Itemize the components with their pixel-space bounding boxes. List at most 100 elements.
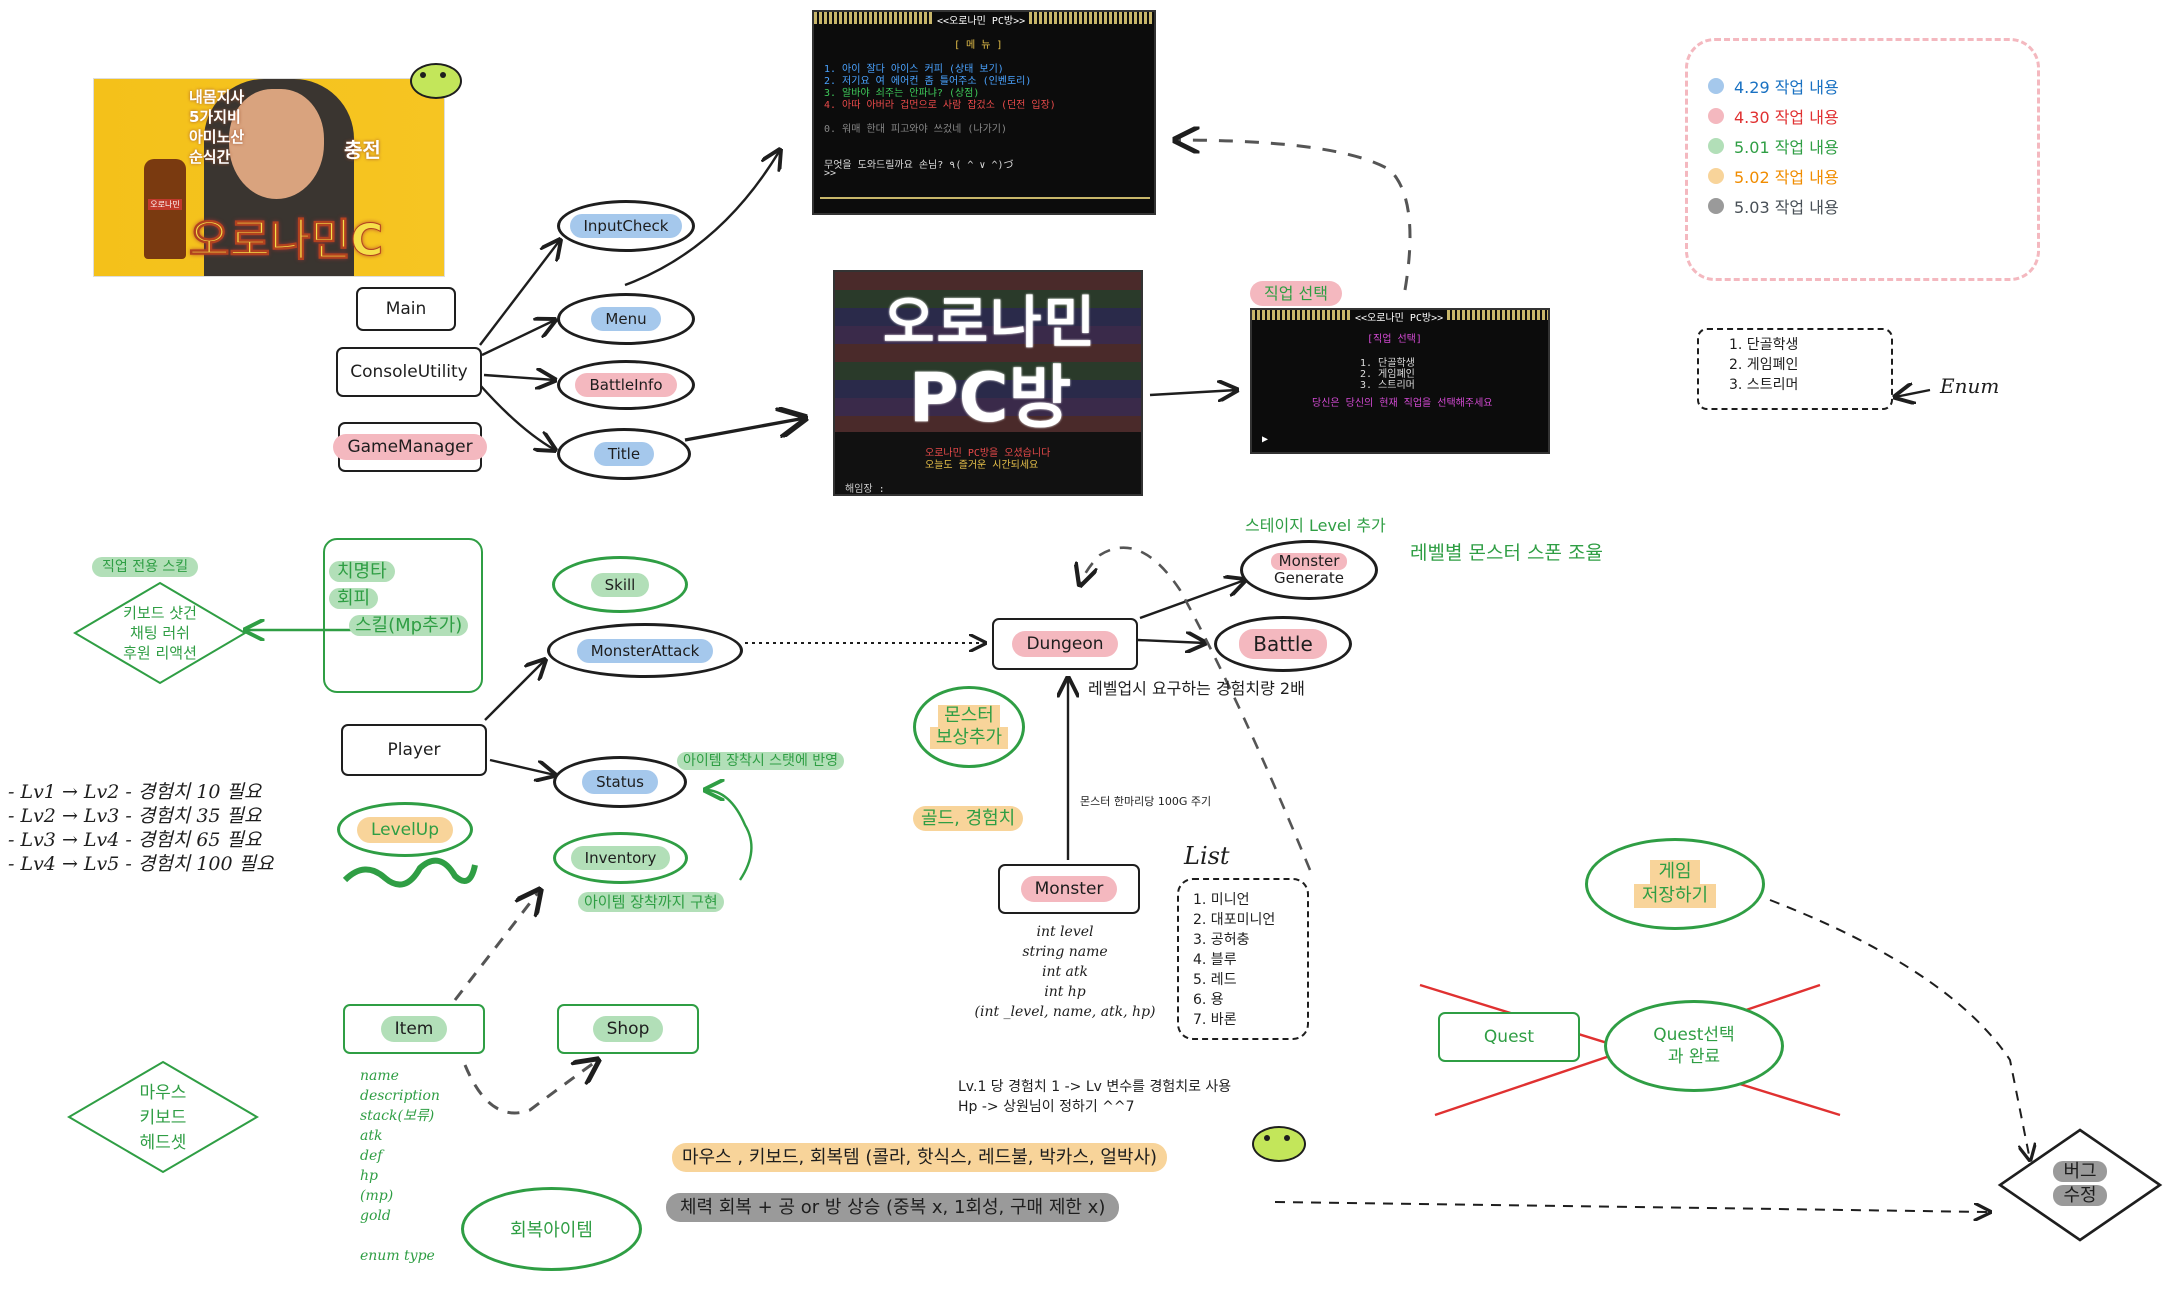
item-field-def: def — [360, 1148, 383, 1164]
stage-level-label: 스테이지 Level 추가 — [1245, 516, 1386, 535]
battle-node[interactable]: Battle — [1214, 616, 1352, 672]
monster-list-box: 1. 미니언 2. 대포미니언 3. 공허충 4. 블루 5. 레드 6. 용 … — [1177, 878, 1309, 1040]
console-utility-label: ConsoleUtility — [350, 362, 468, 382]
monster-attack-label: MonsterAttack — [576, 638, 714, 663]
legend-label: 5.03 작업 내용 — [1734, 198, 1839, 217]
arrow-inputcheck-menu-terminal — [624, 150, 780, 287]
status-node[interactable]: Status — [553, 756, 687, 808]
poster-line-2: 5가지비 — [189, 108, 241, 126]
monster-reward-node[interactable]: 몬스터 보상추가 — [913, 686, 1025, 768]
game-manager-box[interactable]: GameManager — [333, 422, 487, 472]
title-terminal-msg1: 오로나민 PC방을 오셨습니다 — [925, 448, 1051, 459]
arrow-console-menu — [481, 320, 555, 357]
inventory-node[interactable]: Inventory — [553, 832, 688, 884]
main-box[interactable]: Main — [356, 287, 456, 331]
monster-label: Monster — [1020, 876, 1118, 902]
gold-exp-tag: 골드, 경험치 — [913, 804, 1024, 831]
legend-item: 4.30 작업 내용 — [1708, 101, 2017, 131]
arrow-player-status — [489, 758, 555, 775]
dungeon-box[interactable]: Dungeon — [992, 618, 1138, 670]
keyboard-shotgun-text: 키보드 샷건 — [123, 604, 197, 622]
poster-line-1: 내몸지사 — [189, 88, 245, 106]
arrow-console-battleinfo — [483, 375, 555, 380]
title-node[interactable]: Title — [557, 428, 691, 480]
heal-effect-text: 체력 회복 + 공 or 방 상승 (중복 x, 1회성, 구매 제한 x) — [666, 1193, 1120, 1222]
legend-dot-icon — [1708, 168, 1724, 184]
monster-box[interactable]: Monster — [998, 864, 1140, 914]
heal-item-node[interactable]: 회복아이템 — [461, 1187, 642, 1271]
item-field-stack: stack(보류) — [360, 1108, 435, 1124]
quest-select-label-1: Quest선택 — [1653, 1025, 1735, 1045]
arrow-inventory-status-green — [705, 790, 753, 881]
lv-note-1: Lv.1 당 경험치 1 -> Lv 변수를 경험치로 사용 — [958, 1079, 1232, 1095]
status-label: Status — [582, 770, 658, 794]
title-terminal-big-line2: PC방 — [908, 359, 1072, 438]
legend-item: 5.03 작업 내용 — [1708, 191, 2017, 221]
legend-label: 4.30 작업 내용 — [1734, 108, 1839, 127]
arrow-console-inputcheck — [479, 240, 560, 346]
monster-field-ctor: (int _level, name, atk, hp) — [974, 1004, 1156, 1020]
arrow-enum — [1895, 390, 1931, 397]
title-terminal-screenshot: 오로나민 PC방 오로나민 PC방을 오셨습니다 오늘도 즐거운 시간되세요 해… — [833, 270, 1143, 496]
game-save-node[interactable]: 게임 저장하기 — [1585, 838, 1765, 930]
menu-terminal-cursor: >> — [824, 168, 837, 179]
poster-text-left: 내몸지사 5가지비 아미노산 순식간 — [189, 87, 244, 167]
legend-item: 5.01 작업 내용 — [1708, 131, 2017, 161]
menu-terminal-header: [ 메 뉴 ] — [954, 40, 1003, 51]
item-box[interactable]: Item — [343, 1004, 485, 1054]
arrow-title-term-job — [1149, 390, 1237, 395]
legend-label: 5.01 작업 내용 — [1734, 138, 1839, 157]
arrow-list-dungeon-dashed — [1080, 546, 1312, 871]
menu-terminal-prompt: 무엇을 도와드릴까요 손님? ٩( ^ ∨ ^)づ — [824, 160, 1014, 171]
poster-line-3: 아미노산 — [189, 128, 245, 146]
arrow-heal-bug — [1274, 1201, 1990, 1212]
title-terminal-msg2: 오늘도 즐거운 시간되세요 — [925, 460, 1039, 471]
menu-terminal-line2: 2. 저기요 여 에어컨 좀 틀어주소 (인벤토리) — [824, 76, 1032, 87]
level-row-2: - Lv2 → Lv3 - 경험치 35 필요 — [8, 805, 262, 827]
quest-box[interactable]: Quest — [1438, 1012, 1580, 1062]
levelup-exp-label: 레벨업시 요구하는 경험치량 2배 — [1088, 679, 1305, 698]
battle-info-node[interactable]: BattleInfo — [557, 360, 695, 410]
console-utility-box[interactable]: ConsoleUtility — [336, 347, 482, 397]
levelup-node[interactable]: LevelUp — [337, 802, 473, 857]
monster-attack-node[interactable]: MonsterAttack — [547, 623, 743, 678]
monster-fields: int level string name int atk int hp (in… — [950, 922, 1180, 1022]
player-box[interactable]: Player — [341, 724, 487, 776]
monster-list-6: 6. 용 — [1193, 992, 1224, 1008]
monster-field-name: string name — [1022, 944, 1108, 960]
monster-generate-node[interactable]: Monster Generate — [1240, 540, 1378, 600]
job-select-tag: 직업 선택 — [1250, 280, 1342, 306]
gold-exp-text: 골드, 경험치 — [913, 806, 1024, 831]
input-check-node[interactable]: InputCheck — [557, 200, 695, 252]
donation-reaction-text: 후원 리액션 — [123, 644, 197, 662]
bug-fix-label-2: 수정 — [2053, 1185, 2107, 1206]
job-skill-tag: 직업 전용 스킬 — [92, 556, 199, 577]
diamond-mouse-shape — [67, 1060, 259, 1174]
levelup-label: LevelUp — [356, 816, 454, 843]
shop-label: Shop — [592, 1016, 664, 1042]
equip-status-tag: 아이템 장착시 스탯에 반영 — [677, 750, 845, 770]
skill-label: Skill — [590, 572, 650, 597]
diamond-keyboard-text: 키보드 샷건 채팅 러쉬 후원 리액션 — [90, 603, 230, 663]
quest-select-node[interactable]: Quest선택 과 완료 — [1604, 1000, 1784, 1092]
item-field-hp: hp — [360, 1168, 378, 1184]
shop-box[interactable]: Shop — [557, 1004, 699, 1054]
menu-terminal-line4: 4. 아따 아버라 겁먼으로 사람 잡겄소 (던전 입장) — [824, 100, 1056, 111]
job-terminal-opt1: 1. 단골학생 — [1360, 358, 1415, 369]
item-field-blank — [360, 1226, 440, 1246]
level-row-4: - Lv4 → Lv5 - 경험치 100 필요 — [8, 853, 274, 875]
arrow-console-title — [479, 384, 555, 450]
bug-fix-label-1: 버그 — [2053, 1161, 2107, 1182]
menu-node[interactable]: Menu — [557, 293, 695, 345]
quest-label: Quest — [1483, 1027, 1535, 1047]
input-check-label: InputCheck — [569, 214, 683, 238]
title-label: Title — [593, 442, 655, 466]
keyboard-text: 키보드 — [139, 1108, 187, 1128]
monster-reward-label-2: 보상추가 — [929, 727, 1009, 749]
legend-dot-icon — [1708, 108, 1724, 124]
skill-node[interactable]: Skill — [552, 556, 688, 613]
level-row-1: - Lv1 → Lv2 - 경험치 10 필요 — [8, 781, 262, 803]
